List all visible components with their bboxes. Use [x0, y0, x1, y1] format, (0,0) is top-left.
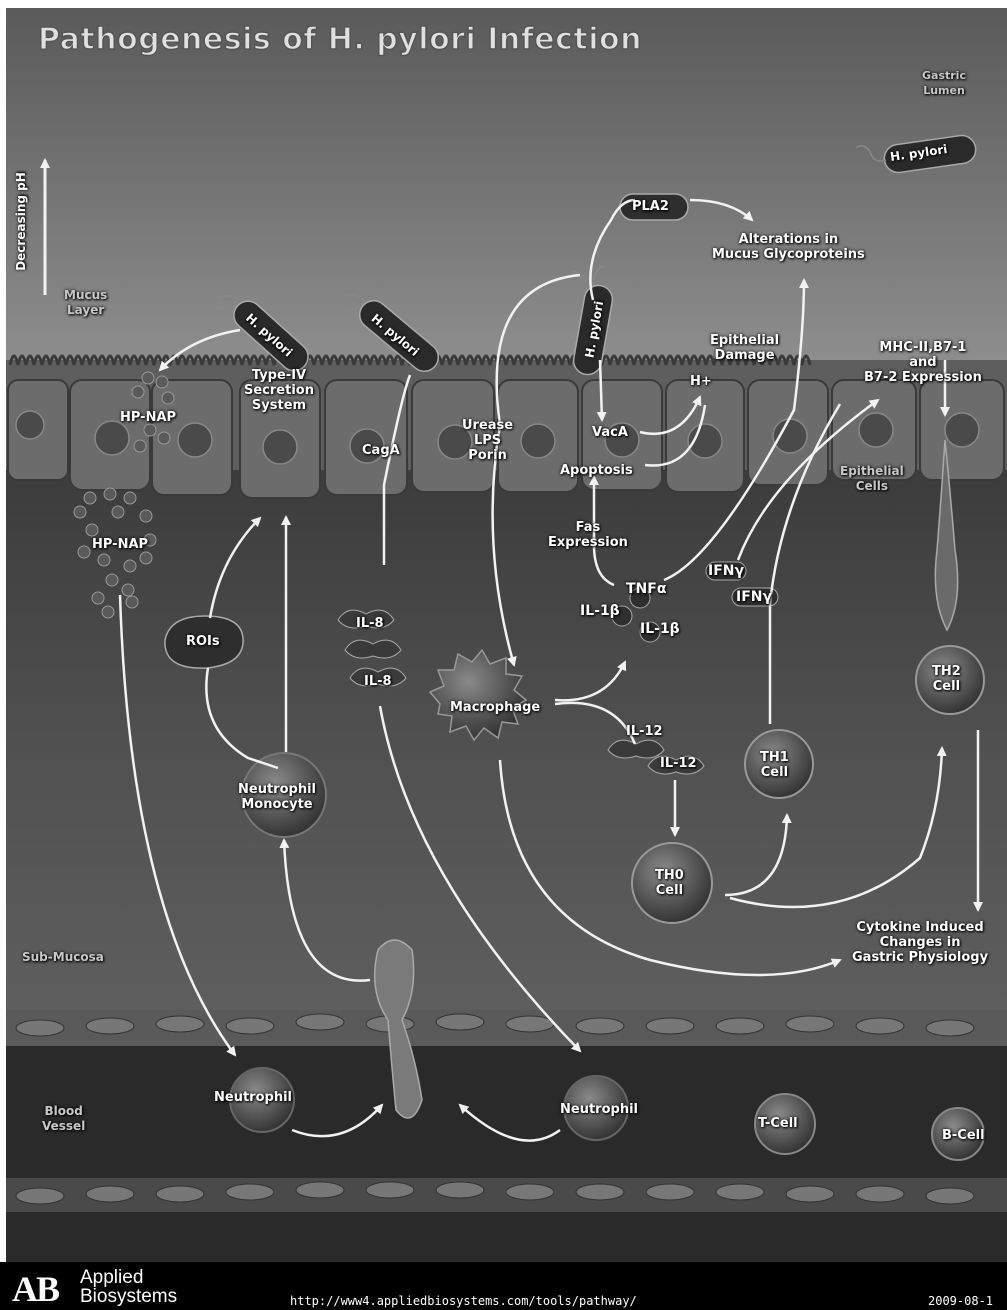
vaca-label: VacA — [592, 425, 628, 440]
region-label-mucus-layer: Mucus Layer — [64, 288, 107, 318]
cytokine-changes-label: Cytokine Induced Changes in Gastric Phys… — [852, 920, 988, 965]
logo-line-2: Biosystems — [80, 1287, 177, 1306]
footer-date: 2009-08-1 — [928, 1294, 993, 1308]
epithelial-damage-label: Epithelial Damage — [710, 333, 779, 363]
type-iv-secretion-label: Type-IV Secretion System — [244, 368, 314, 413]
il-12-label-b: IL-12 — [660, 756, 697, 771]
logo-line-1: Applied — [80, 1268, 177, 1287]
il-1-beta-label-b: IL-1β — [640, 622, 680, 637]
mhc-expression-label: MHC-II,B7-1 and B7-2 Expression — [864, 340, 982, 385]
urease-lps-porin-label: Urease LPS Porin — [462, 418, 513, 463]
caga-label: CagA — [362, 443, 400, 458]
h-plus-label: H+ — [690, 374, 712, 389]
logo-wordmark: Applied Biosystems — [80, 1268, 177, 1306]
t-cell-label: T-Cell — [758, 1116, 798, 1131]
b-cell-label: B-Cell — [942, 1128, 985, 1143]
macrophage-label: Macrophage — [450, 700, 540, 715]
region-label-epithelial-cells: Epithelial Cells — [840, 464, 904, 494]
hp-nap-label-bottom: HP-NAP — [92, 537, 148, 552]
diagram-title: Pathogenesis of H. pylori Infection — [38, 22, 642, 57]
hp-nap-label-top: HP-NAP — [120, 410, 176, 425]
th1-cell-label: TH1 Cell — [760, 750, 789, 780]
fas-expression-label: Fas Expression — [548, 520, 628, 550]
region-label-blood-vessel: Blood Vessel — [42, 1104, 85, 1134]
applied-biosystems-logo: AB — [12, 1268, 58, 1310]
tnf-alpha-label: TNFα — [626, 582, 666, 597]
ifn-gamma-label-a: IFNγ — [708, 564, 744, 579]
il-1-beta-label-a: IL-1β — [580, 604, 620, 619]
th0-cell-label: TH0 Cell — [655, 868, 684, 898]
th2-cell-label: TH2 Cell — [932, 664, 961, 694]
source-url[interactable]: http://www4.appliedbiosystems.com/tools/… — [290, 1294, 637, 1308]
neutrophil-left-label: Neutrophil — [214, 1090, 292, 1105]
apoptosis-label: Apoptosis — [560, 463, 633, 478]
ifn-gamma-label-b: IFNγ — [736, 590, 772, 605]
il-8-label-a: IL-8 — [356, 616, 384, 631]
alterations-label: Alterations in Mucus Glycoproteins — [712, 232, 865, 262]
il-8-label-b: IL-8 — [364, 674, 392, 689]
rois-label: ROIs — [186, 634, 220, 649]
il-12-label-a: IL-12 — [626, 724, 663, 739]
region-label-sub-mucosa: Sub-Mucosa — [22, 950, 104, 965]
pla2-label: PLA2 — [632, 199, 669, 214]
neutrophil-monocyte-label: Neutrophil Monocyte — [238, 782, 316, 812]
neutrophil-right-label: Neutrophil — [560, 1102, 638, 1117]
region-label-gastric-lumen: Gastric Lumen — [922, 68, 966, 98]
region-label-decreasing-ph: Decreasing pH — [14, 172, 29, 271]
